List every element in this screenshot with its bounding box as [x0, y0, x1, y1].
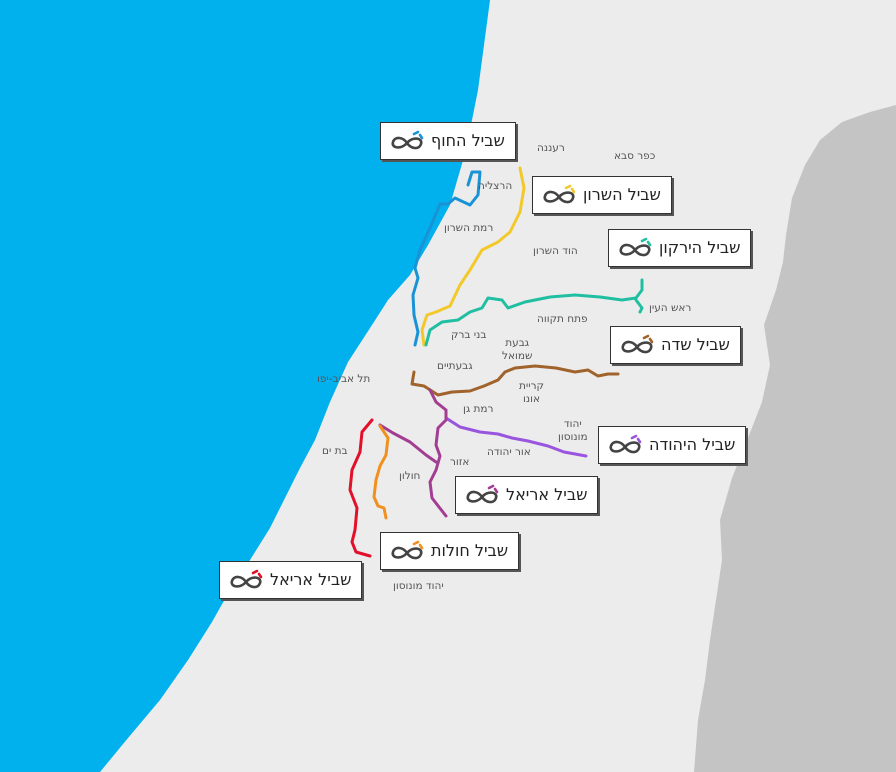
place-label-yehud-monosson-south: יהוד מונוסון [393, 580, 444, 592]
place-label-yehud: יהוד מונוסון [558, 418, 588, 444]
place-label-givatayim: גבעתיים [437, 360, 473, 372]
bike-trail-logo-icon [609, 434, 642, 454]
route-label-yehuda[interactable]: שביל היהודה [598, 426, 747, 464]
place-label-or-yehuda: אור יהודה [487, 446, 531, 458]
place-label-herzliya: הרצליה [478, 180, 513, 192]
place-label-tel-aviv: תל אביב-יפו [317, 373, 371, 385]
place-label-kfar-saba: כפר סבא [614, 150, 656, 162]
route-line-sade[interactable] [410, 364, 620, 397]
route-label-hahof[interactable]: שביל החוף [380, 122, 516, 160]
place-label-bat-yam: בת ים [322, 445, 348, 457]
place-label-hod-hasharon: הוד השרון [533, 245, 578, 257]
place-label-yehud-line1: יהוד [563, 418, 582, 430]
route-label-sade-text: שביל שדה [661, 335, 730, 354]
place-label-ramat-gan: רמת גן [463, 403, 494, 415]
bike-trail-logo-icon [230, 569, 263, 589]
route-line-hayarkon[interactable] [424, 278, 644, 347]
place-label-yehud-line2: מונוסון [558, 431, 588, 443]
route-label-ariel-text: שביל אריאל [506, 485, 588, 504]
route-line-ariel[interactable] [378, 388, 448, 518]
place-label-givat-shmuel-line2: שמואל [502, 350, 533, 362]
route-label-ariel[interactable]: שביל אריאל [455, 476, 599, 514]
route-label-hahof-text: שביל החוף [431, 131, 505, 150]
route-line-hahof[interactable] [411, 170, 482, 347]
bike-trail-logo-icon [466, 484, 499, 504]
bike-trail-logo-icon [621, 334, 654, 354]
route-label-hayarkon-text: שביל הירקון [659, 238, 741, 257]
place-label-raanana: רעננה [537, 142, 565, 154]
place-label-petah-tikva: פתח תקווה [537, 313, 588, 325]
route-label-hasharon[interactable]: שביל השרון [532, 176, 672, 214]
bike-trail-logo-icon [543, 184, 576, 204]
route-label-hayarkon[interactable]: שביל הירקון [608, 229, 752, 267]
place-label-kiryat-ono: קריית אונו [519, 380, 544, 406]
place-label-ramat-hasharon: רמת השרון [444, 222, 494, 234]
route-label-hasharon-text: שביל השרון [583, 185, 661, 204]
route-label-ariel-south[interactable]: שביל אריאל [219, 561, 363, 599]
route-label-yehuda-text: שביל היהודה [649, 435, 736, 454]
place-label-kiryat-ono-line2: אונו [523, 393, 540, 405]
place-label-kiryat-ono-line1: קריית [519, 380, 544, 392]
place-label-givat-shmuel: גבעת שמואל [502, 337, 532, 363]
route-label-ariel-south-text: שביל אריאל [270, 570, 352, 589]
place-label-azor: אזור [450, 456, 470, 468]
place-label-holon: חולון [399, 470, 421, 482]
bike-trail-logo-icon [619, 237, 652, 257]
route-label-sade[interactable]: שביל שדה [610, 326, 741, 364]
bike-trail-logo-icon [391, 540, 424, 560]
route-line-holot[interactable] [372, 424, 390, 520]
route-line-yehuda[interactable] [444, 416, 588, 458]
eastern-region-shape [694, 105, 896, 772]
route-line-hasharon[interactable] [420, 166, 526, 347]
place-label-bnei-brak: בני ברק [451, 329, 487, 341]
place-label-givat-shmuel-line1: גבעת [505, 337, 530, 349]
sea-shape [0, 0, 490, 772]
place-label-rosh-haayin: ראש העין [649, 302, 692, 314]
route-label-holot[interactable]: שביל חולות [380, 532, 520, 570]
route-label-holot-text: שביל חולות [431, 541, 509, 560]
route-line-ariel-south[interactable] [348, 418, 374, 558]
bike-trail-logo-icon [391, 130, 424, 150]
